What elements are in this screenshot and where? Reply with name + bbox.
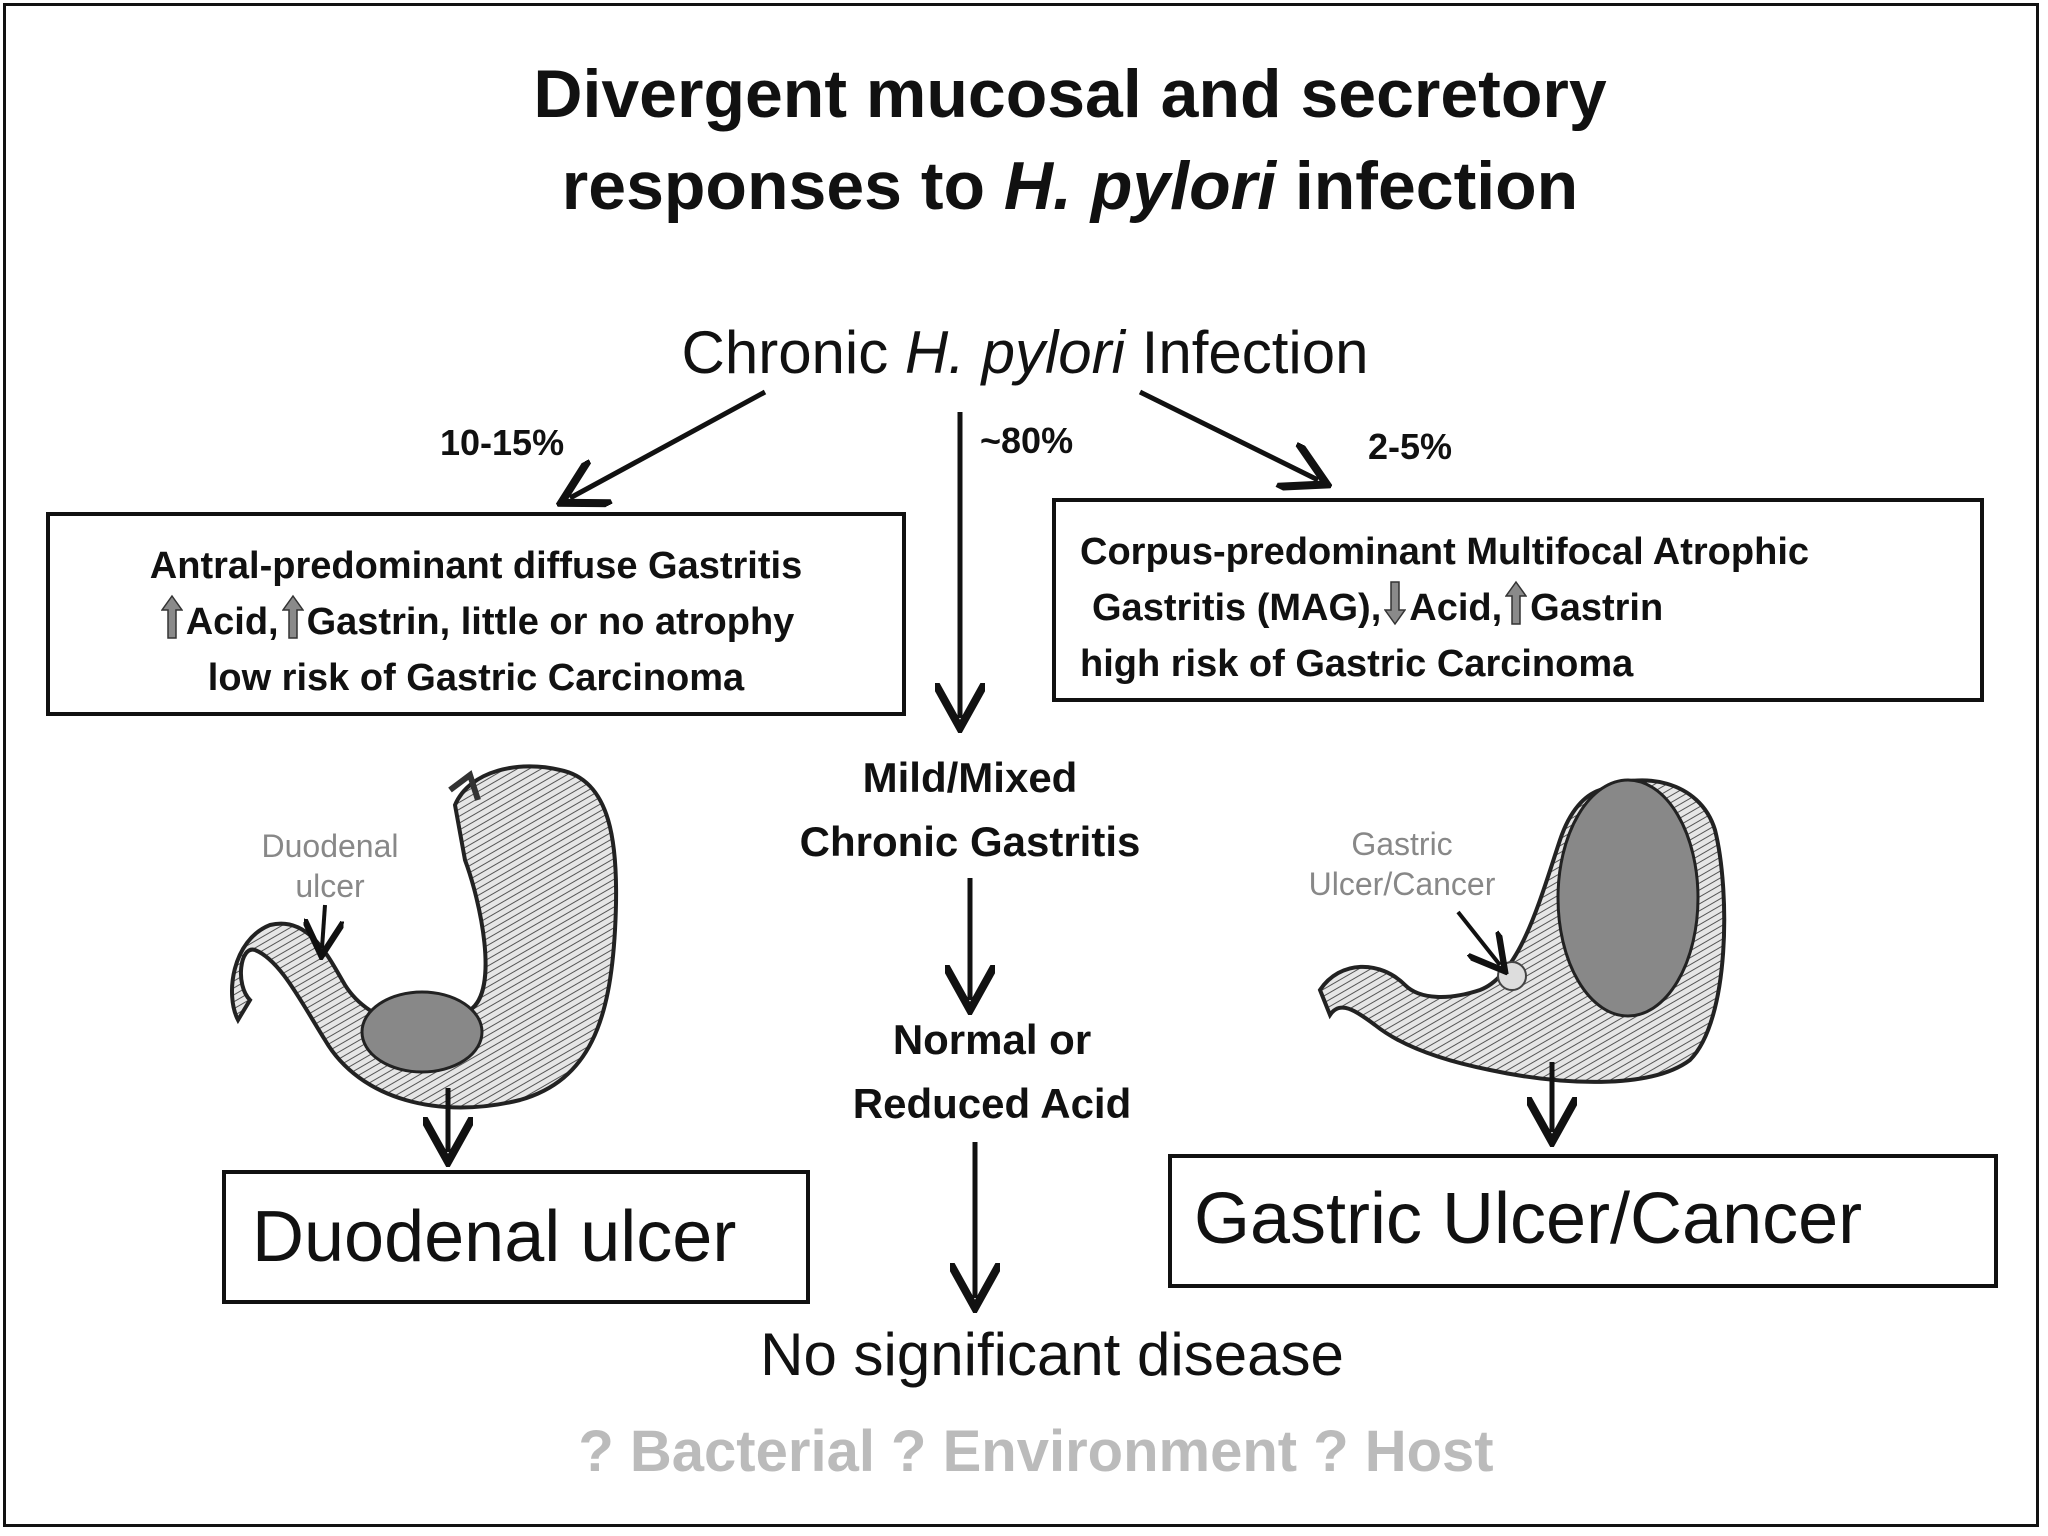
right-box-line-3: high risk of Gastric Carcinoma [1080,643,1634,685]
duodenal-ulcer-outcome: Duodenal ulcer [252,1197,737,1277]
corpus-region [1556,778,1700,1018]
gastric-cancer-outcome: Gastric Ulcer/Cancer [1194,1179,1863,1259]
right-branch-percent: 2-5% [1368,426,1453,467]
gastric-cancer-outcome-box: Gastric Ulcer/Cancer [1168,1154,1998,1288]
arrow-left-branch [570,389,767,498]
no-significant-disease-node: No significant disease [760,1321,1344,1388]
left-stomach-illustration [230,764,619,1152]
root-organism: H. pylori [904,319,1125,386]
antral-region [360,990,484,1074]
left-box-line-3: low risk of Gastric Carcinoma [207,657,745,699]
duodenal-ulcer-label: Duodenal ulcer [261,828,399,904]
gastric-ulcer-cancer-label: Gastric Ulcer/Cancer [1308,826,1496,902]
figure-frame [3,3,2039,1527]
mild-chronic-gastritis-node: Mild/Mixed Chronic Gastritis [799,754,1141,865]
gastric-lesion [1497,961,1527,991]
corpus-atrophic-gastritis-box: Corpus-predominant Multifocal Atrophic G… [1052,498,1984,702]
antral-gastritis-box: Antral-predominant diffuse Gastritis Aci… [46,512,906,716]
right-stomach-illustration [1317,778,1727,1132]
gastrin-up-arrow-icon [1505,580,1528,625]
arrow-right-branch [1138,389,1318,480]
left-box-line-2: Acid,Gastrin, little or no atrophy [50,594,902,650]
gastric-ulcer-pointer [1456,910,1500,965]
right-box-line-2: Gastritis (MAG),Acid,Gastrin [1080,580,1980,636]
normal-reduced-acid-node: Normal or Reduced Acid [852,1016,1132,1127]
title-line-1: Divergent mucosal and secretory [533,56,1607,132]
root-node: Chronic H. pylori Infection [681,319,1369,386]
center-branch-percent: ~80% [980,420,1074,461]
acid-down-arrow-icon [1384,581,1407,626]
acid-up-arrow-icon [160,594,183,639]
gastrin-up-arrow-icon [281,594,304,639]
left-branch-percent: 10-15% [440,422,565,463]
title-organism: H. pylori [1003,148,1276,224]
figure-title: Divergent mucosal and secretory response… [533,48,1606,232]
contributing-factors: ? Bacterial ? Environment ? Host [578,1419,1494,1484]
right-box-line-1: Corpus-predominant Multifocal Atrophic [1080,531,1810,573]
left-box-line-1: Antral-predominant diffuse Gastritis [149,545,803,587]
duodenal-ulcer-outcome-box: Duodenal ulcer [222,1170,810,1304]
duodenal-ulcer-pointer [322,904,325,948]
title-line-2: responses to H. pylori infection [561,148,1579,224]
